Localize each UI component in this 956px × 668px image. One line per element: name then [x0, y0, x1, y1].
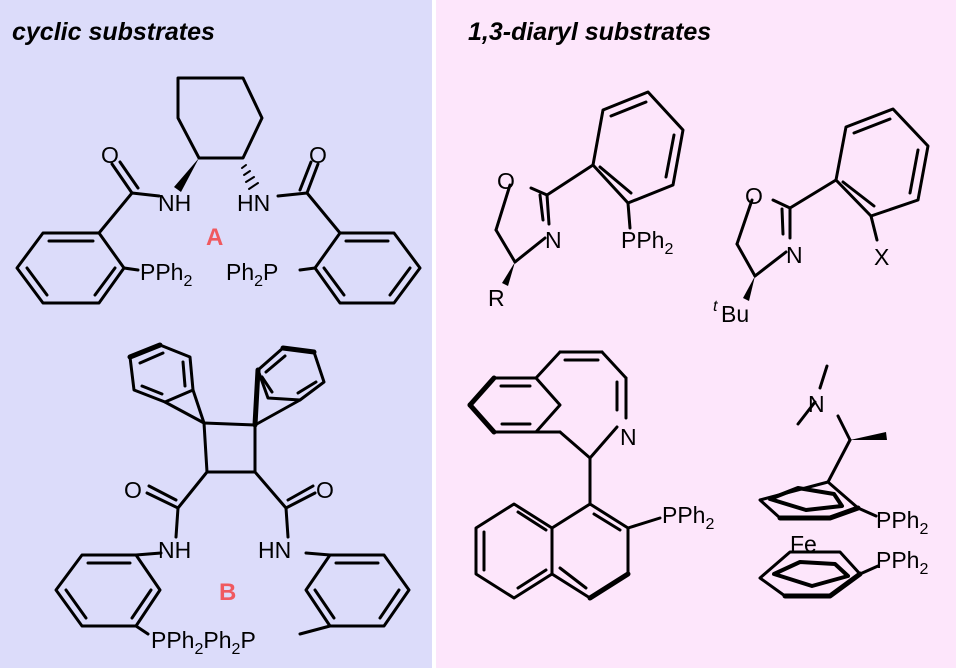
svg-text:PPh2: PPh2 — [662, 502, 714, 533]
ferrocene-fe: Fe — [790, 531, 817, 557]
oxazoline-1-r: R — [488, 285, 505, 311]
oxazoline-2-o: O — [745, 183, 763, 209]
oxazoline-1-pph2: PPh2 — [621, 227, 673, 258]
oxazoline-1-structure — [494, 90, 685, 286]
compound-a-label: A — [206, 224, 223, 251]
compound-b-phosphines: PPh2Ph2P — [151, 627, 256, 658]
oxazoline-2-x: X — [874, 244, 889, 270]
diaryl-substrates-title: 1,3-diaryl substrates — [468, 18, 712, 46]
oxazoline-2-structure — [735, 107, 930, 301]
svg-text:PPh2: PPh2 — [876, 507, 928, 538]
compound-b-nh-left: NH — [158, 537, 191, 563]
oxazoline-1-n: N — [545, 227, 562, 253]
ferrocene-pph2-top: PPh2 — [876, 507, 928, 538]
quinap-structure — [467, 350, 662, 601]
ferrocene-n: N — [808, 391, 825, 417]
compound-b-hn-right: HN — [258, 537, 291, 563]
compound-a-nh-left: NH — [158, 190, 191, 216]
svg-text:Bu: Bu — [721, 301, 749, 327]
svg-text:PPh2: PPh2 — [621, 227, 673, 258]
svg-text:PPh2Ph2P: PPh2Ph2P — [151, 627, 256, 658]
svg-text:t: t — [713, 298, 718, 315]
ferrocene-pph2-bottom: PPh2 — [876, 547, 928, 578]
svg-text:PPh2: PPh2 — [876, 547, 928, 578]
compound-b-structure — [54, 342, 411, 636]
quinap-n: N — [620, 424, 637, 450]
compound-a-structure — [15, 76, 422, 305]
oxazoline-2-n: N — [786, 242, 803, 268]
oxazoline-1-o: O — [497, 168, 515, 194]
compound-a-hn-right: HN — [237, 190, 270, 216]
compound-a-ph2p-right: Ph2P — [226, 259, 278, 290]
cyclic-substrates-panel — [0, 0, 432, 668]
ferrocene-structure — [758, 364, 887, 599]
diaryl-substrates-panel — [436, 0, 956, 668]
compound-b-label: B — [219, 579, 236, 606]
svg-text:PPh2: PPh2 — [140, 259, 192, 290]
quinap-pph2: PPh2 — [662, 502, 714, 533]
compound-a-o-right: O — [309, 142, 327, 168]
compound-b-o-right: O — [316, 477, 334, 503]
oxazoline-2-tbu: t Bu — [713, 298, 749, 327]
cyclic-substrates-title: cyclic substrates — [12, 18, 215, 46]
svg-text:Ph2P: Ph2P — [226, 259, 278, 290]
compound-a-pph2-left: PPh2 — [140, 259, 192, 290]
compound-b-o-left: O — [124, 477, 142, 503]
compound-a-o-left: O — [101, 142, 119, 168]
